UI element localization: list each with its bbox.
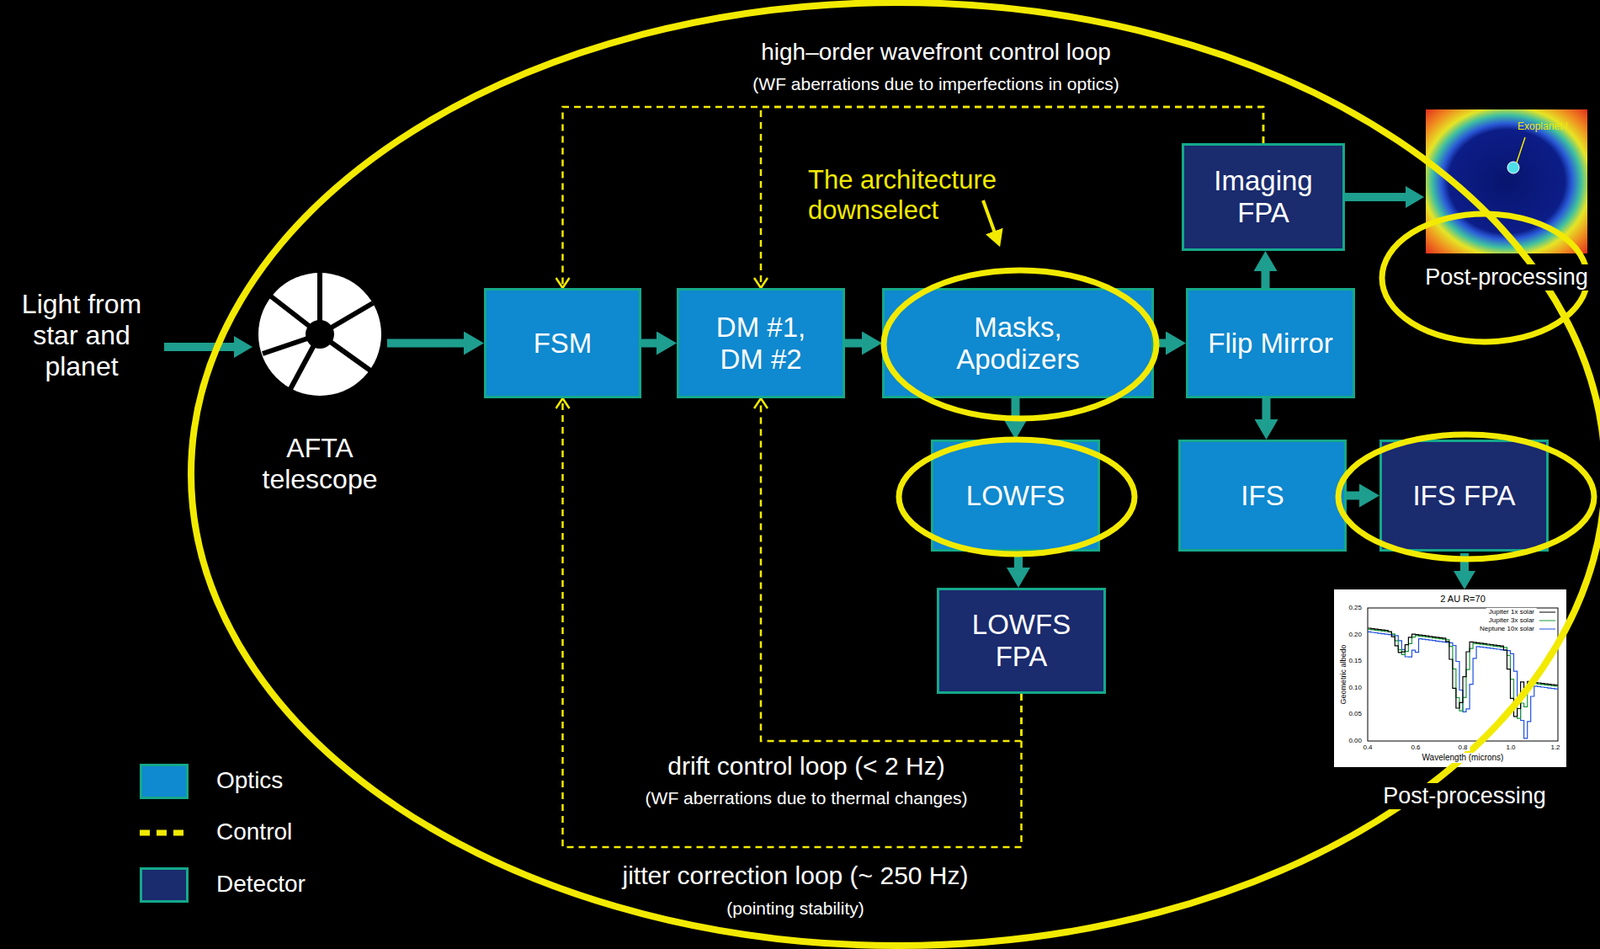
text-label: Neptune 10x solar	[1477, 624, 1537, 633]
signal-arrow	[1346, 491, 1370, 500]
box-label: Masks, Apodizers	[930, 311, 1107, 376]
text-label: Wavelength (microns)	[1419, 752, 1507, 763]
text-label: 1.0	[1503, 743, 1518, 751]
optics-box: IFS	[1178, 439, 1347, 552]
text-label: 0.4	[1360, 743, 1375, 751]
callout-ellipse	[898, 439, 1135, 554]
box-label: LOWFS FPA	[958, 608, 1085, 673]
text-label: Geometric albedo	[1339, 641, 1348, 707]
box-label: Imaging FPA	[1200, 164, 1327, 229]
text-label: drift control loop (< 2 Hz)	[664, 751, 947, 782]
box-label: AFTA telescope	[252, 432, 388, 495]
detector-box: LOWFS FPA	[936, 587, 1106, 694]
text-label: jitter correction loop (~ 250 Hz)	[619, 861, 971, 891]
text-label: 0.15	[1345, 656, 1365, 665]
text-label: Jupiter 3x solar	[1486, 616, 1537, 624]
telescope-node: AFTA telescope	[252, 271, 388, 499]
box-label: IFS	[1190, 479, 1335, 512]
input-arrow	[164, 342, 243, 351]
legend-text: Optics	[216, 766, 283, 794]
text-label: high–order wavefront control loop	[758, 38, 1114, 66]
text-label: 0.25	[1345, 603, 1365, 612]
text-label: 0.05	[1345, 709, 1365, 718]
box-label: DM #1, DM #2	[697, 311, 824, 376]
legend-swatch	[139, 866, 189, 903]
spectrum-chart	[1334, 589, 1567, 767]
text-label: The architecture downselect	[807, 164, 1053, 225]
box-label: Flip Mirror	[1207, 327, 1335, 360]
text-label: 2 AU R=70	[1437, 593, 1489, 605]
callout-arrow	[983, 200, 997, 238]
text-label: Post-processing	[1380, 782, 1549, 809]
signal-arrow	[387, 339, 474, 348]
callout-ellipse	[883, 270, 1157, 419]
output-arrow	[1344, 192, 1414, 202]
text-label: 0.6	[1408, 743, 1423, 751]
legend-text: Detector	[216, 870, 306, 898]
text-label: 0.10	[1345, 683, 1365, 692]
scope-ellipse	[191, 2, 1600, 946]
text-label: (WF aberrations due to imperfections in …	[749, 74, 1122, 95]
text-label: Exoplanet !	[1517, 121, 1569, 133]
text-label: 0.20	[1345, 630, 1365, 638]
detector-box: IFS FPA	[1379, 439, 1549, 552]
callout-ellipse	[1338, 434, 1595, 559]
signal-arrow	[845, 339, 872, 348]
optics-box: LOWFS	[930, 439, 1101, 552]
signal-arrow	[1261, 260, 1271, 288]
text-label: Light from star and planet	[8, 288, 156, 382]
signal-arrow	[1011, 398, 1021, 430]
box-label: FSM	[499, 327, 627, 360]
legend-control-sample	[139, 829, 189, 836]
legend-text: Control	[216, 818, 293, 846]
text-label: Jupiter 1x solar	[1486, 607, 1537, 616]
detector-box: Imaging FPA	[1181, 143, 1345, 251]
coronagraph-image	[1425, 109, 1588, 254]
control-loop-line	[563, 106, 1265, 288]
output-arrow	[1460, 552, 1469, 580]
optics-box: FSM	[483, 287, 642, 399]
optics-box: Flip Mirror	[1185, 287, 1356, 399]
spectrum-curve	[1367, 627, 1558, 717]
box-label: LOWFS	[944, 479, 1088, 512]
box-label: IFS FPA	[1392, 479, 1537, 512]
text-label: 0.8	[1455, 743, 1470, 751]
signal-arrow	[641, 339, 667, 348]
text-label: (WF aberrations due to thermal changes)	[643, 787, 971, 808]
spectrum-curve	[1367, 628, 1558, 718]
telescope-icon	[258, 272, 382, 396]
text-label: Post-processing	[1422, 264, 1591, 291]
signal-arrow	[1153, 339, 1176, 348]
text-label: 1.2	[1547, 743, 1563, 751]
optics-box: DM #1, DM #2	[676, 287, 846, 399]
signal-arrow	[1262, 398, 1271, 430]
text-label: (pointing stability)	[723, 898, 867, 919]
legend-swatch	[139, 763, 189, 799]
signal-arrow	[1014, 551, 1023, 578]
optics-box: Masks, Apodizers	[882, 287, 1154, 399]
